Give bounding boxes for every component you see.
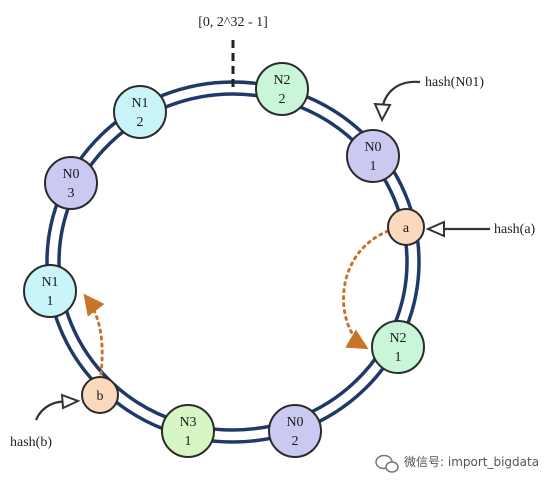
hash-n01-callout: hash(N01) xyxy=(373,75,484,123)
lookup-arrow-b xyxy=(83,293,105,376)
key-b: b xyxy=(81,376,119,414)
node-N1-1: N1 1 xyxy=(23,264,77,318)
svg-text:N2: N2 xyxy=(389,331,406,346)
svg-text:N0: N0 xyxy=(286,415,303,430)
svg-text:a: a xyxy=(403,221,410,236)
node-N2-1: N2 1 xyxy=(371,320,425,374)
svg-text:1: 1 xyxy=(47,294,54,309)
ring-range-label: [0, 2^32 - 1] xyxy=(198,15,268,30)
key-a: a xyxy=(387,208,425,246)
svg-text:2: 2 xyxy=(292,434,299,449)
svg-text:1: 1 xyxy=(370,159,377,174)
svg-text:N0: N0 xyxy=(364,140,381,155)
watermark-text: 微信号: import_bigdata xyxy=(404,455,539,469)
hash-b-callout: hash(b) xyxy=(10,393,81,450)
svg-text:2: 2 xyxy=(279,92,286,107)
lookup-arrow-a xyxy=(342,229,390,350)
wechat-icon xyxy=(375,454,399,473)
svg-text:N1: N1 xyxy=(131,96,148,111)
node-N0-1: N0 1 xyxy=(346,129,400,183)
svg-text:1: 1 xyxy=(395,350,402,365)
node-N1-2: N1 2 xyxy=(113,85,167,139)
svg-text:2: 2 xyxy=(137,115,144,130)
svg-text:1: 1 xyxy=(185,434,192,449)
node-N0-2: N0 2 xyxy=(268,404,322,458)
svg-text:3: 3 xyxy=(68,186,75,201)
svg-text:N0: N0 xyxy=(62,167,79,182)
svg-text:N1: N1 xyxy=(41,275,58,290)
hash-b-label: hash(b) xyxy=(10,435,52,450)
watermark: 微信号: import_bigdata xyxy=(375,454,539,473)
hash-n01-label: hash(N01) xyxy=(425,75,484,90)
svg-text:b: b xyxy=(97,389,104,404)
svg-text:N2: N2 xyxy=(273,73,290,88)
svg-text:N3: N3 xyxy=(179,415,196,430)
node-N3-1: N3 1 xyxy=(161,404,215,458)
node-N0-3: N0 3 xyxy=(44,156,98,210)
hash-a-callout: hash(a) xyxy=(425,220,536,238)
node-N2-2: N2 2 xyxy=(255,62,309,116)
hash-a-label: hash(a) xyxy=(494,222,536,237)
